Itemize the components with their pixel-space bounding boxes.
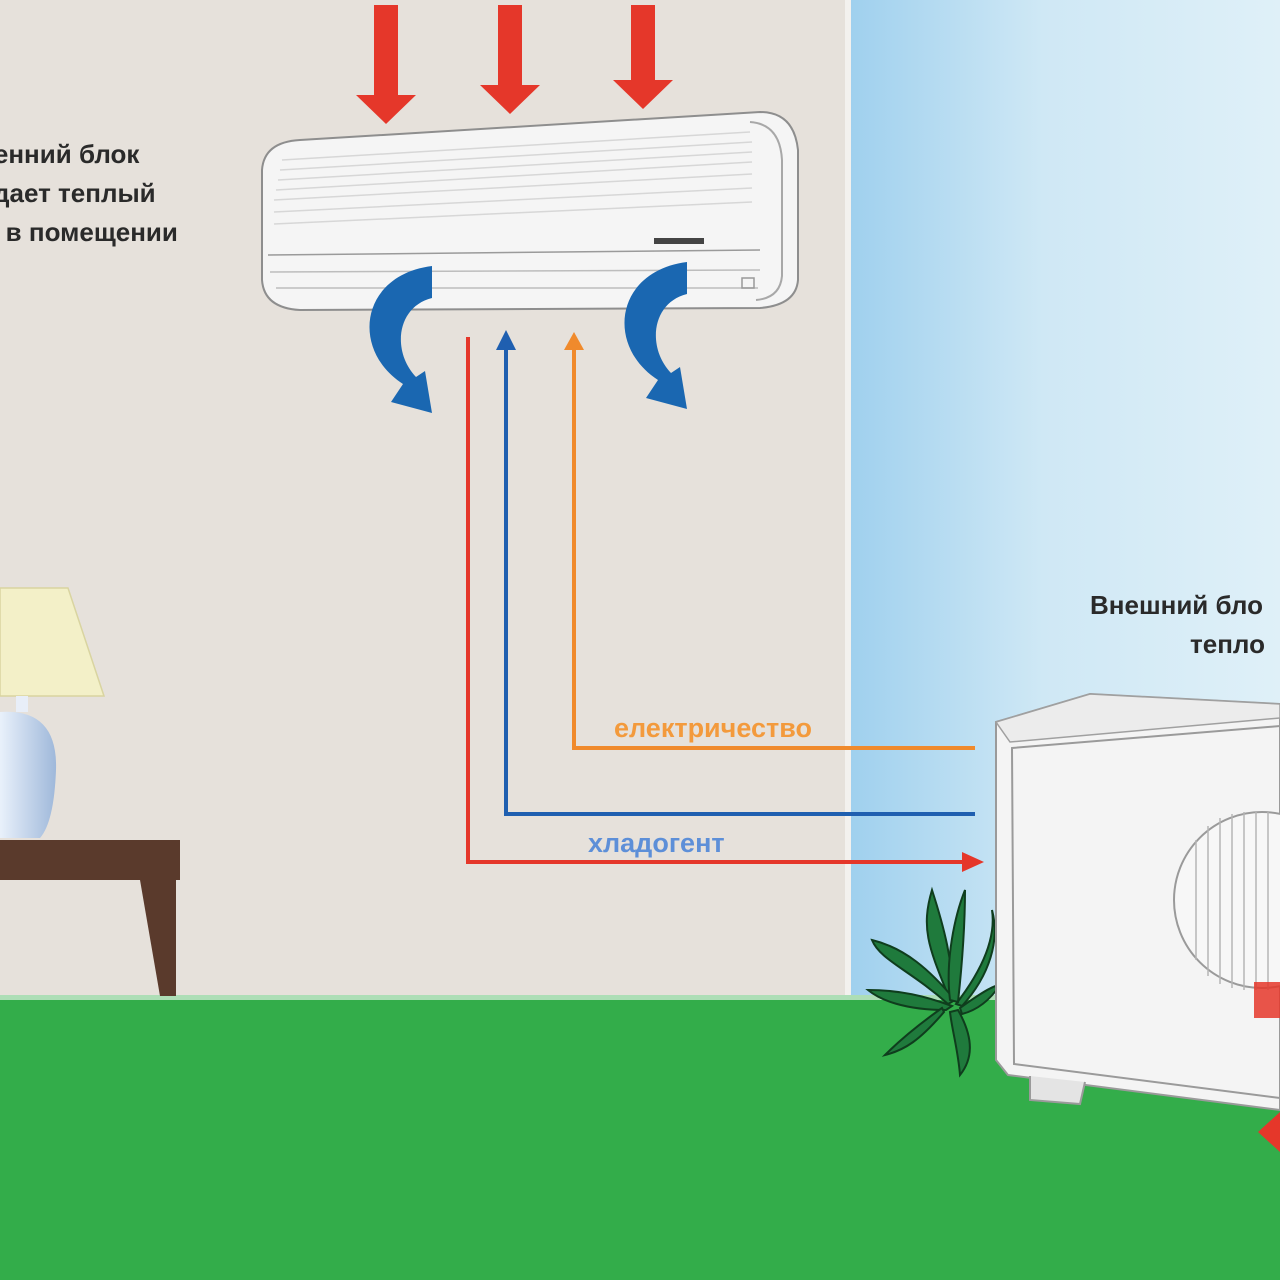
cold-refrigerant-line xyxy=(496,330,975,816)
warm-air-arrow xyxy=(613,5,673,109)
status-light xyxy=(741,277,755,289)
brand-logo xyxy=(654,238,704,244)
airflow-arrow-right xyxy=(624,262,687,409)
table xyxy=(0,840,180,996)
outdoor-unit xyxy=(994,692,1280,1152)
electricity-label: електричество xyxy=(614,713,812,743)
outdoor-unit-label-line2: тепло xyxy=(1190,629,1265,659)
outdoor-unit-label: Внешний бло тепло xyxy=(1090,586,1265,664)
outdoor-unit-label-line1: Внешний бло xyxy=(1090,590,1263,620)
indoor-unit-label-line3: с в помещении xyxy=(0,217,178,247)
airflow-arrow-left xyxy=(369,266,432,413)
hot-refrigerant-line xyxy=(466,337,984,872)
wall-edge xyxy=(845,0,851,1000)
warm-air-intake-arrows xyxy=(356,5,673,124)
table-lamp xyxy=(0,587,106,838)
heat-label-plate xyxy=(1254,982,1280,1018)
indoor-unit xyxy=(261,110,799,312)
warm-air-arrow xyxy=(480,5,540,114)
indoor-unit-label-line1: ренний блок xyxy=(0,139,140,169)
grass-edge xyxy=(0,995,1280,1000)
warm-air-arrow xyxy=(356,5,416,124)
electric-line xyxy=(564,332,975,750)
hot-air-exhaust-arrow xyxy=(1258,1112,1280,1152)
plant xyxy=(865,886,1002,1078)
refrigerant-label: хладогент xyxy=(588,828,725,858)
